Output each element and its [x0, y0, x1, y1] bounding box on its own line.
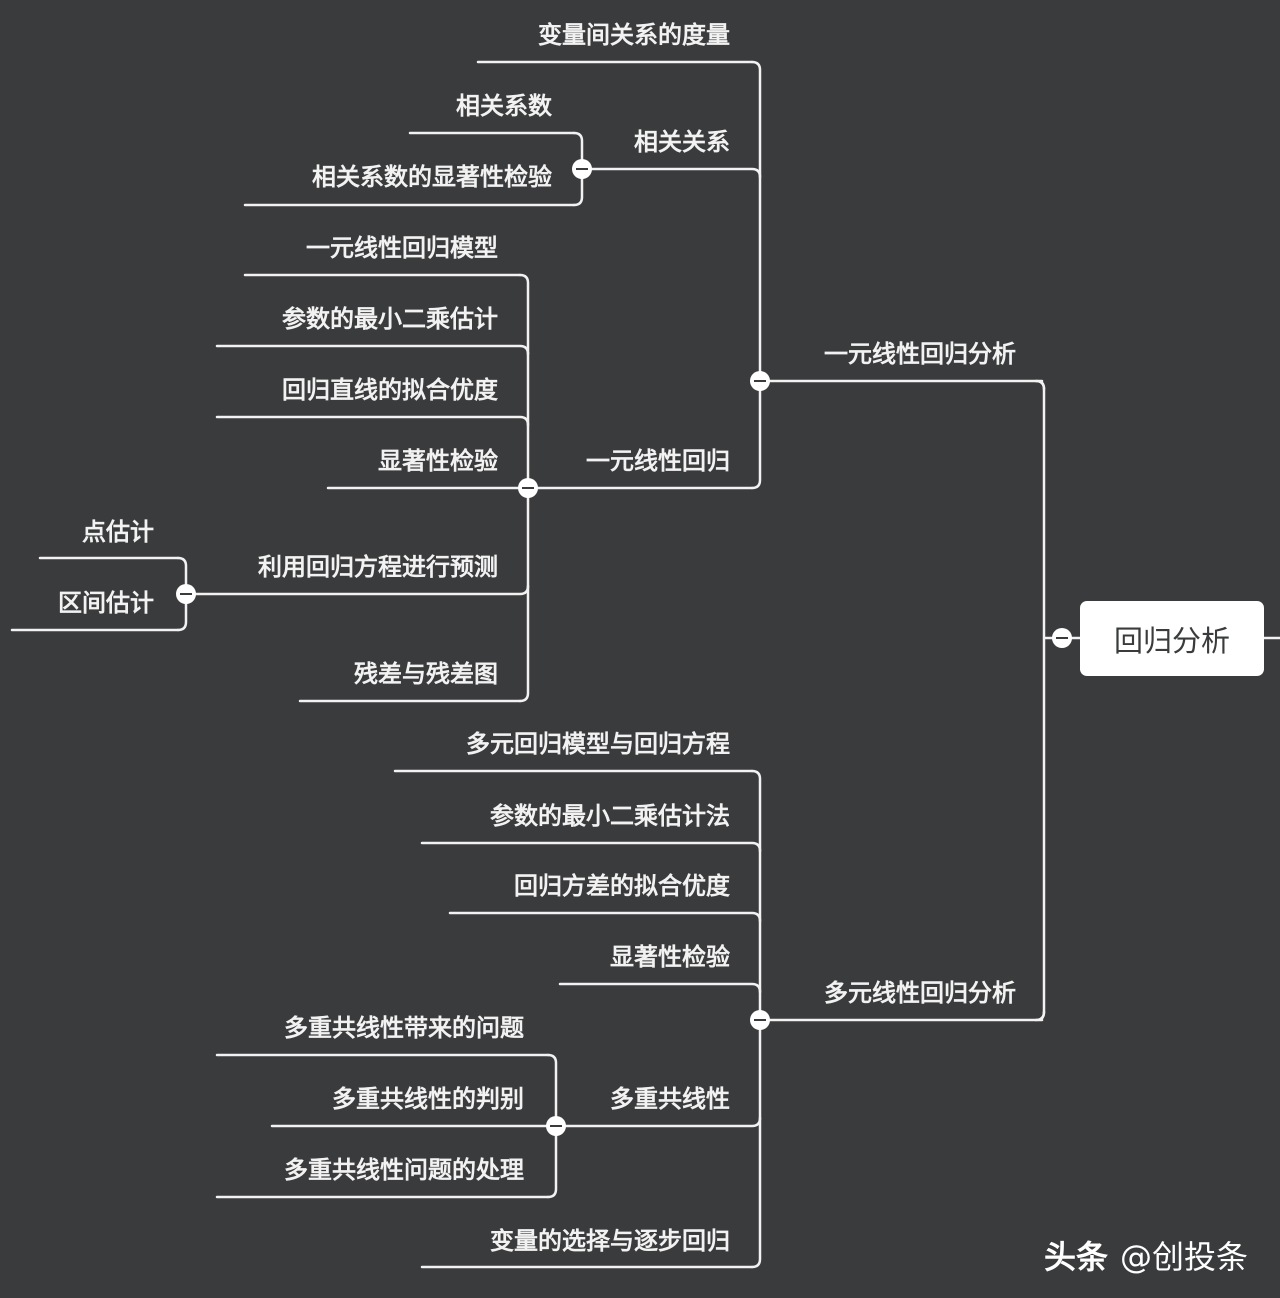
node-collinearity[interactable]: 多重共线性 [610, 1085, 730, 1113]
node-measure[interactable]: 变量间关系的度量 [538, 21, 730, 49]
collapse-predict-icon[interactable] [176, 584, 196, 604]
watermark-brand: 头条 [1043, 1238, 1108, 1276]
collapse-regression-icon[interactable] [518, 478, 538, 498]
node-interval-est[interactable]: 区间估计 [58, 589, 154, 617]
root-trunk [1034, 379, 1064, 1022]
line-multi-ls [420, 841, 762, 853]
node-regression[interactable]: 一元线性回归 [586, 447, 730, 475]
node-reg-fit[interactable]: 回归直线的拟合优度 [282, 376, 498, 404]
simple-spine [750, 60, 762, 490]
line-reg-predict [184, 584, 530, 596]
node-coll-problem[interactable]: 多重共线性带来的问题 [284, 1014, 524, 1042]
line-correlation [580, 167, 762, 179]
line-multi-coll [554, 1116, 762, 1128]
line-reg-fit [215, 415, 530, 427]
node-reg-test[interactable]: 显著性检验 [378, 447, 498, 475]
node-reg-ls[interactable]: 参数的最小二乘估计 [282, 305, 498, 333]
node-multi-model[interactable]: 多元回归模型与回归方程 [466, 730, 730, 758]
node-reg-residual[interactable]: 残差与残差图 [354, 660, 498, 688]
node-reg-predict[interactable]: 利用回归方程进行预测 [258, 553, 498, 581]
node-correlation[interactable]: 相关关系 [634, 128, 730, 156]
collapse-collinearity-icon[interactable] [546, 1116, 566, 1136]
root-node[interactable]: 回归分析 [1080, 601, 1264, 676]
node-point-est[interactable]: 点估计 [82, 518, 154, 546]
watermark-author: @创投条 [1119, 1238, 1248, 1276]
line-multi-fit [448, 911, 762, 923]
root-label: 回归分析 [1113, 623, 1230, 658]
node-corr-test[interactable]: 相关系数的显著性检验 [312, 163, 552, 191]
line-reg-ls [215, 344, 530, 356]
collapse-multi-icon[interactable] [750, 1010, 770, 1030]
node-stepwise[interactable]: 变量的选择与逐步回归 [490, 1227, 730, 1255]
node-multi-test[interactable]: 显著性检验 [610, 943, 730, 971]
node-multi-fit[interactable]: 回归方差的拟合优度 [514, 872, 730, 900]
node-simple-analysis[interactable]: 一元线性回归分析 [824, 340, 1016, 368]
collapse-simple-icon[interactable] [750, 371, 770, 391]
watermark: 头条 @创投条 [1044, 1232, 1248, 1278]
trunk-to-simple [758, 379, 1046, 391]
node-coll-treat[interactable]: 多重共线性问题的处理 [284, 1156, 524, 1184]
node-multi-ls[interactable]: 参数的最小二乘估计法 [490, 802, 730, 830]
line-multi-test [558, 982, 762, 994]
collapse-correlation-icon[interactable] [572, 159, 592, 179]
node-multi-analysis[interactable]: 多元线性回归分析 [824, 979, 1016, 1007]
node-corr-coef[interactable]: 相关系数 [456, 92, 552, 120]
trunk-to-multi [758, 1010, 1046, 1022]
collapse-root-icon[interactable] [1052, 628, 1072, 648]
node-coll-detect[interactable]: 多重共线性的判别 [332, 1085, 524, 1113]
node-reg-model[interactable]: 一元线性回归模型 [306, 234, 498, 262]
